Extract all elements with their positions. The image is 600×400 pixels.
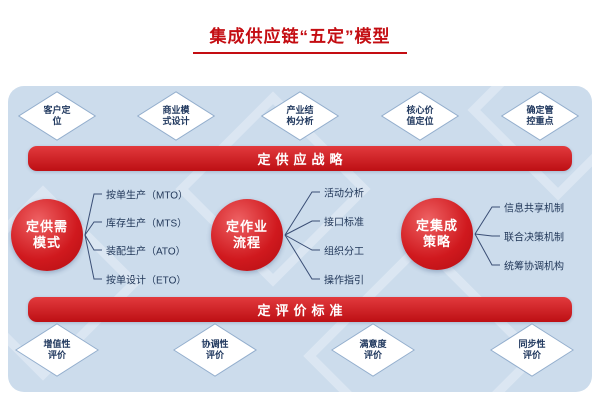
diamond-label-line: 满意度 — [359, 339, 387, 349]
diamond-label: 协调性 评价 — [173, 323, 257, 377]
circle-label-line: 流程 — [232, 235, 261, 250]
item-operation-guide: 操作指引 — [324, 275, 364, 287]
diamond-shape — [490, 323, 574, 377]
diamond-label-line: 评价 — [363, 350, 382, 360]
diamond-label-line: 协调性 — [201, 339, 229, 349]
diamond-label-line: 商业模 — [162, 105, 190, 115]
circle-label-line: 定供需 — [25, 219, 68, 234]
diamond-shape — [501, 91, 579, 141]
diamond-label-line: 客户定 — [43, 105, 71, 115]
diamond-shape — [331, 323, 415, 377]
diamond-customer-positioning: 客户定 位 — [18, 91, 96, 141]
diagram-panel: 客户定 位 商业模 式设计 产业结 构分析 核心价 值定位 — [8, 86, 592, 392]
diamond-label: 同步性 评价 — [490, 323, 574, 377]
diamond-shape — [381, 91, 459, 141]
diamond-synchronization-evaluation: 同步性 评价 — [490, 323, 574, 377]
diamond-business-model-design: 商业模 式设计 — [137, 91, 215, 141]
item-info-sharing: 信息共享机制 — [504, 203, 564, 215]
diamond-label: 产业结 构分析 — [261, 91, 339, 141]
diamond-value-added-evaluation: 增值性 评价 — [15, 323, 99, 377]
circle-label-line: 模式 — [32, 235, 61, 250]
banner-supply-strategy: 定供应战略 — [28, 146, 572, 171]
diamond-core-value-positioning: 核心价 值定位 — [381, 91, 459, 141]
item-ato: 装配生产（ATO） — [106, 246, 186, 258]
item-overall-coordination: 统筹协调机构 — [504, 261, 564, 273]
diamond-shape — [137, 91, 215, 141]
diamond-label-line: 确定管 — [526, 105, 554, 115]
diamond-control-focus: 确定管 控重点 — [501, 91, 579, 141]
diamond-satisfaction-evaluation: 满意度 评价 — [331, 323, 415, 377]
diamond-label-line: 同步性 — [518, 339, 546, 349]
item-interface-standard: 接口标准 — [324, 217, 364, 229]
diamond-label-line: 核心价 — [406, 105, 434, 115]
node-integration-strategy: 定集成 策略 — [401, 198, 473, 270]
diamond-label: 确定管 控重点 — [501, 91, 579, 141]
node-operation-process: 定作业 流程 — [211, 199, 283, 271]
diamond-industry-structure-analysis: 产业结 构分析 — [261, 91, 339, 141]
diamond-label: 核心价 值定位 — [381, 91, 459, 141]
circle-label-line: 定作业 — [225, 219, 268, 234]
item-activity-analysis: 活动分析 — [324, 188, 364, 200]
diamond-label-line: 式设计 — [162, 116, 190, 126]
diamond-label: 商业模 式设计 — [137, 91, 215, 141]
diamond-label-line: 产业结 — [286, 105, 314, 115]
title-block: 集成供应链“五定”模型 — [0, 22, 600, 54]
page-title: 集成供应链“五定”模型 — [209, 27, 391, 46]
item-eto: 按单设计（ETO） — [106, 275, 187, 287]
circle-label-line: 定集成 — [415, 218, 458, 233]
diamond-label-line: 增值性 — [43, 339, 71, 349]
banner-evaluation-standard: 定评价标准 — [28, 297, 572, 322]
title-underline — [193, 52, 407, 54]
diamond-label-line: 评价 — [205, 350, 224, 360]
item-mto: 按单生产（MTO） — [106, 190, 189, 202]
diamond-label-line: 评价 — [522, 350, 541, 360]
diamond-label: 满意度 评价 — [331, 323, 415, 377]
diamond-coordination-evaluation: 协调性 评价 — [173, 323, 257, 377]
diamond-shape — [18, 91, 96, 141]
diamond-label: 客户定 位 — [18, 91, 96, 141]
item-mts: 库存生产（MTS） — [106, 218, 188, 230]
diamond-shape — [15, 323, 99, 377]
item-joint-decision: 联合决策机制 — [504, 232, 564, 244]
circle-label-line: 策略 — [422, 234, 451, 249]
diamond-label-line: 评价 — [47, 350, 66, 360]
item-organization-division: 组织分工 — [324, 246, 364, 258]
node-supply-demand-mode: 定供需 模式 — [11, 199, 83, 271]
diamond-shape — [261, 91, 339, 141]
diamond-label: 增值性 评价 — [15, 323, 99, 377]
diamond-label-line: 值定位 — [406, 116, 434, 126]
diamond-label-line: 构分析 — [286, 116, 314, 126]
diamond-label-line: 位 — [52, 116, 62, 126]
diamond-label-line: 控重点 — [526, 116, 554, 126]
diamond-shape — [173, 323, 257, 377]
